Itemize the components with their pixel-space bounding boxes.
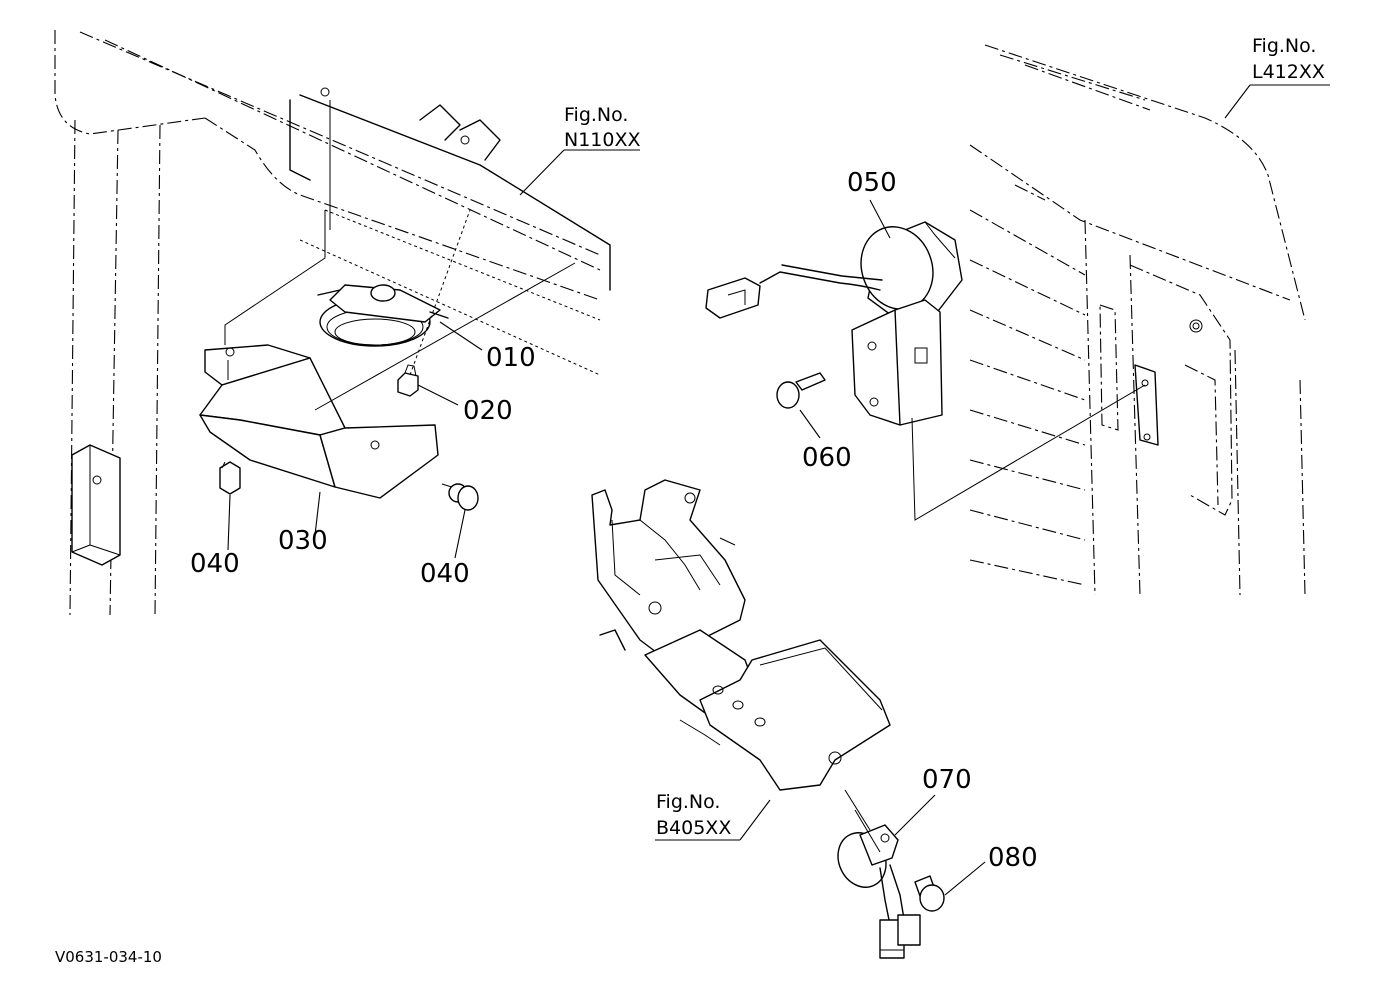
part-label-070: 070 <box>922 765 972 795</box>
part-label-030: 030 <box>278 526 328 556</box>
drawing-code: V0631-034-10 <box>55 948 162 966</box>
fig-ref-l412-line1: Fig.No. <box>1252 35 1316 57</box>
part-label-060: 060 <box>802 443 852 473</box>
horn-bracket-030 <box>199 344 439 499</box>
assembly-lines-left <box>224 209 576 411</box>
assembly-lines-right <box>911 384 1146 521</box>
leader-lines <box>227 84 1330 896</box>
fig-ref-n110-line2: N110XX <box>564 129 641 151</box>
fig-ref-b405-line2: B405XX <box>656 817 731 839</box>
part-label-010: 010 <box>486 343 536 373</box>
part-label-040-left: 040 <box>190 549 240 579</box>
cab-frame-left <box>54 30 611 616</box>
buzzer-070 <box>837 789 921 959</box>
fig-ref-l412-line2: L412XX <box>1252 61 1325 83</box>
cab-frame-right <box>969 44 1306 596</box>
part-label-050: 050 <box>847 168 897 198</box>
pedal-bracket-assembly <box>591 479 891 791</box>
fig-ref-n110-line1: Fig.No. <box>564 104 628 126</box>
bolt-040-right <box>441 483 479 511</box>
nut-020 <box>397 364 419 397</box>
bolt-080 <box>914 875 945 912</box>
horn-010 <box>317 284 449 347</box>
fig-ref-b405-line1: Fig.No. <box>656 791 720 813</box>
part-label-040-right: 040 <box>420 559 470 589</box>
bolt-040-left <box>219 461 241 495</box>
buzzer-050 <box>705 221 963 426</box>
bolt-060 <box>776 372 826 409</box>
part-label-020: 020 <box>463 396 513 426</box>
part-label-080: 080 <box>988 843 1038 873</box>
